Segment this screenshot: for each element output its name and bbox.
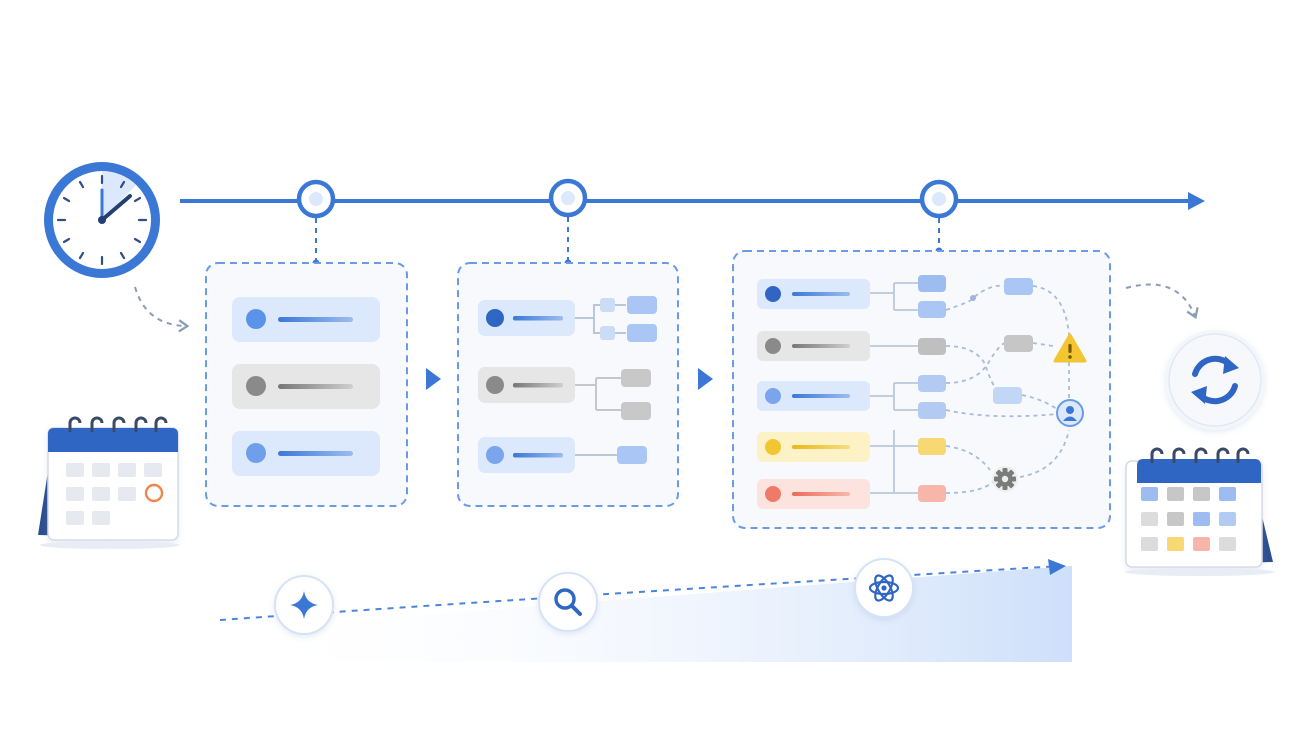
- sparkle-icon[interactable]: [274, 575, 334, 635]
- growth-area: [219, 559, 1072, 662]
- timeline-arrowhead: [1188, 192, 1205, 210]
- atom-icon[interactable]: [854, 558, 914, 618]
- stage-arrow-1: [426, 368, 441, 390]
- timeline-milestone-2[interactable]: [548, 178, 588, 218]
- milestone-connectors: [315, 217, 940, 262]
- search-icon[interactable]: [538, 572, 598, 632]
- stage-3-row-2[interactable]: [757, 331, 1033, 361]
- timeline-milestone-1[interactable]: [296, 179, 336, 219]
- stage-3-row-5[interactable]: [757, 479, 946, 509]
- stage-2-row-1[interactable]: [478, 296, 657, 342]
- clock-icon: [44, 162, 160, 278]
- stage-3-connectors: [870, 282, 918, 494]
- stage-1-row-3[interactable]: [232, 431, 380, 476]
- refresh-icon[interactable]: [1165, 330, 1265, 430]
- timeline: [180, 192, 1205, 210]
- stage-1-row-1[interactable]: [232, 297, 380, 342]
- clock-to-stage-arrow: [134, 286, 190, 333]
- user-icon[interactable]: [1056, 399, 1084, 427]
- timeline-milestone-3[interactable]: [919, 179, 959, 219]
- stage-2-row-3[interactable]: [478, 437, 647, 473]
- stage-to-refresh-arrow: [1125, 283, 1199, 320]
- stage-2-row-2[interactable]: [478, 367, 651, 420]
- stage-3-row-1[interactable]: [757, 275, 1033, 318]
- stage-arrow-2: [698, 368, 713, 390]
- calendar-icon-right: [1125, 447, 1275, 576]
- calendar-icon-left: [38, 416, 180, 549]
- trend-arrowhead: [1048, 559, 1066, 575]
- stage-1-row-2[interactable]: [232, 364, 380, 409]
- stage-3-row-3[interactable]: [757, 375, 1022, 419]
- gear-icon[interactable]: [992, 466, 1018, 492]
- warning-icon[interactable]: [1053, 333, 1087, 363]
- stage-3-row-4[interactable]: [757, 432, 946, 462]
